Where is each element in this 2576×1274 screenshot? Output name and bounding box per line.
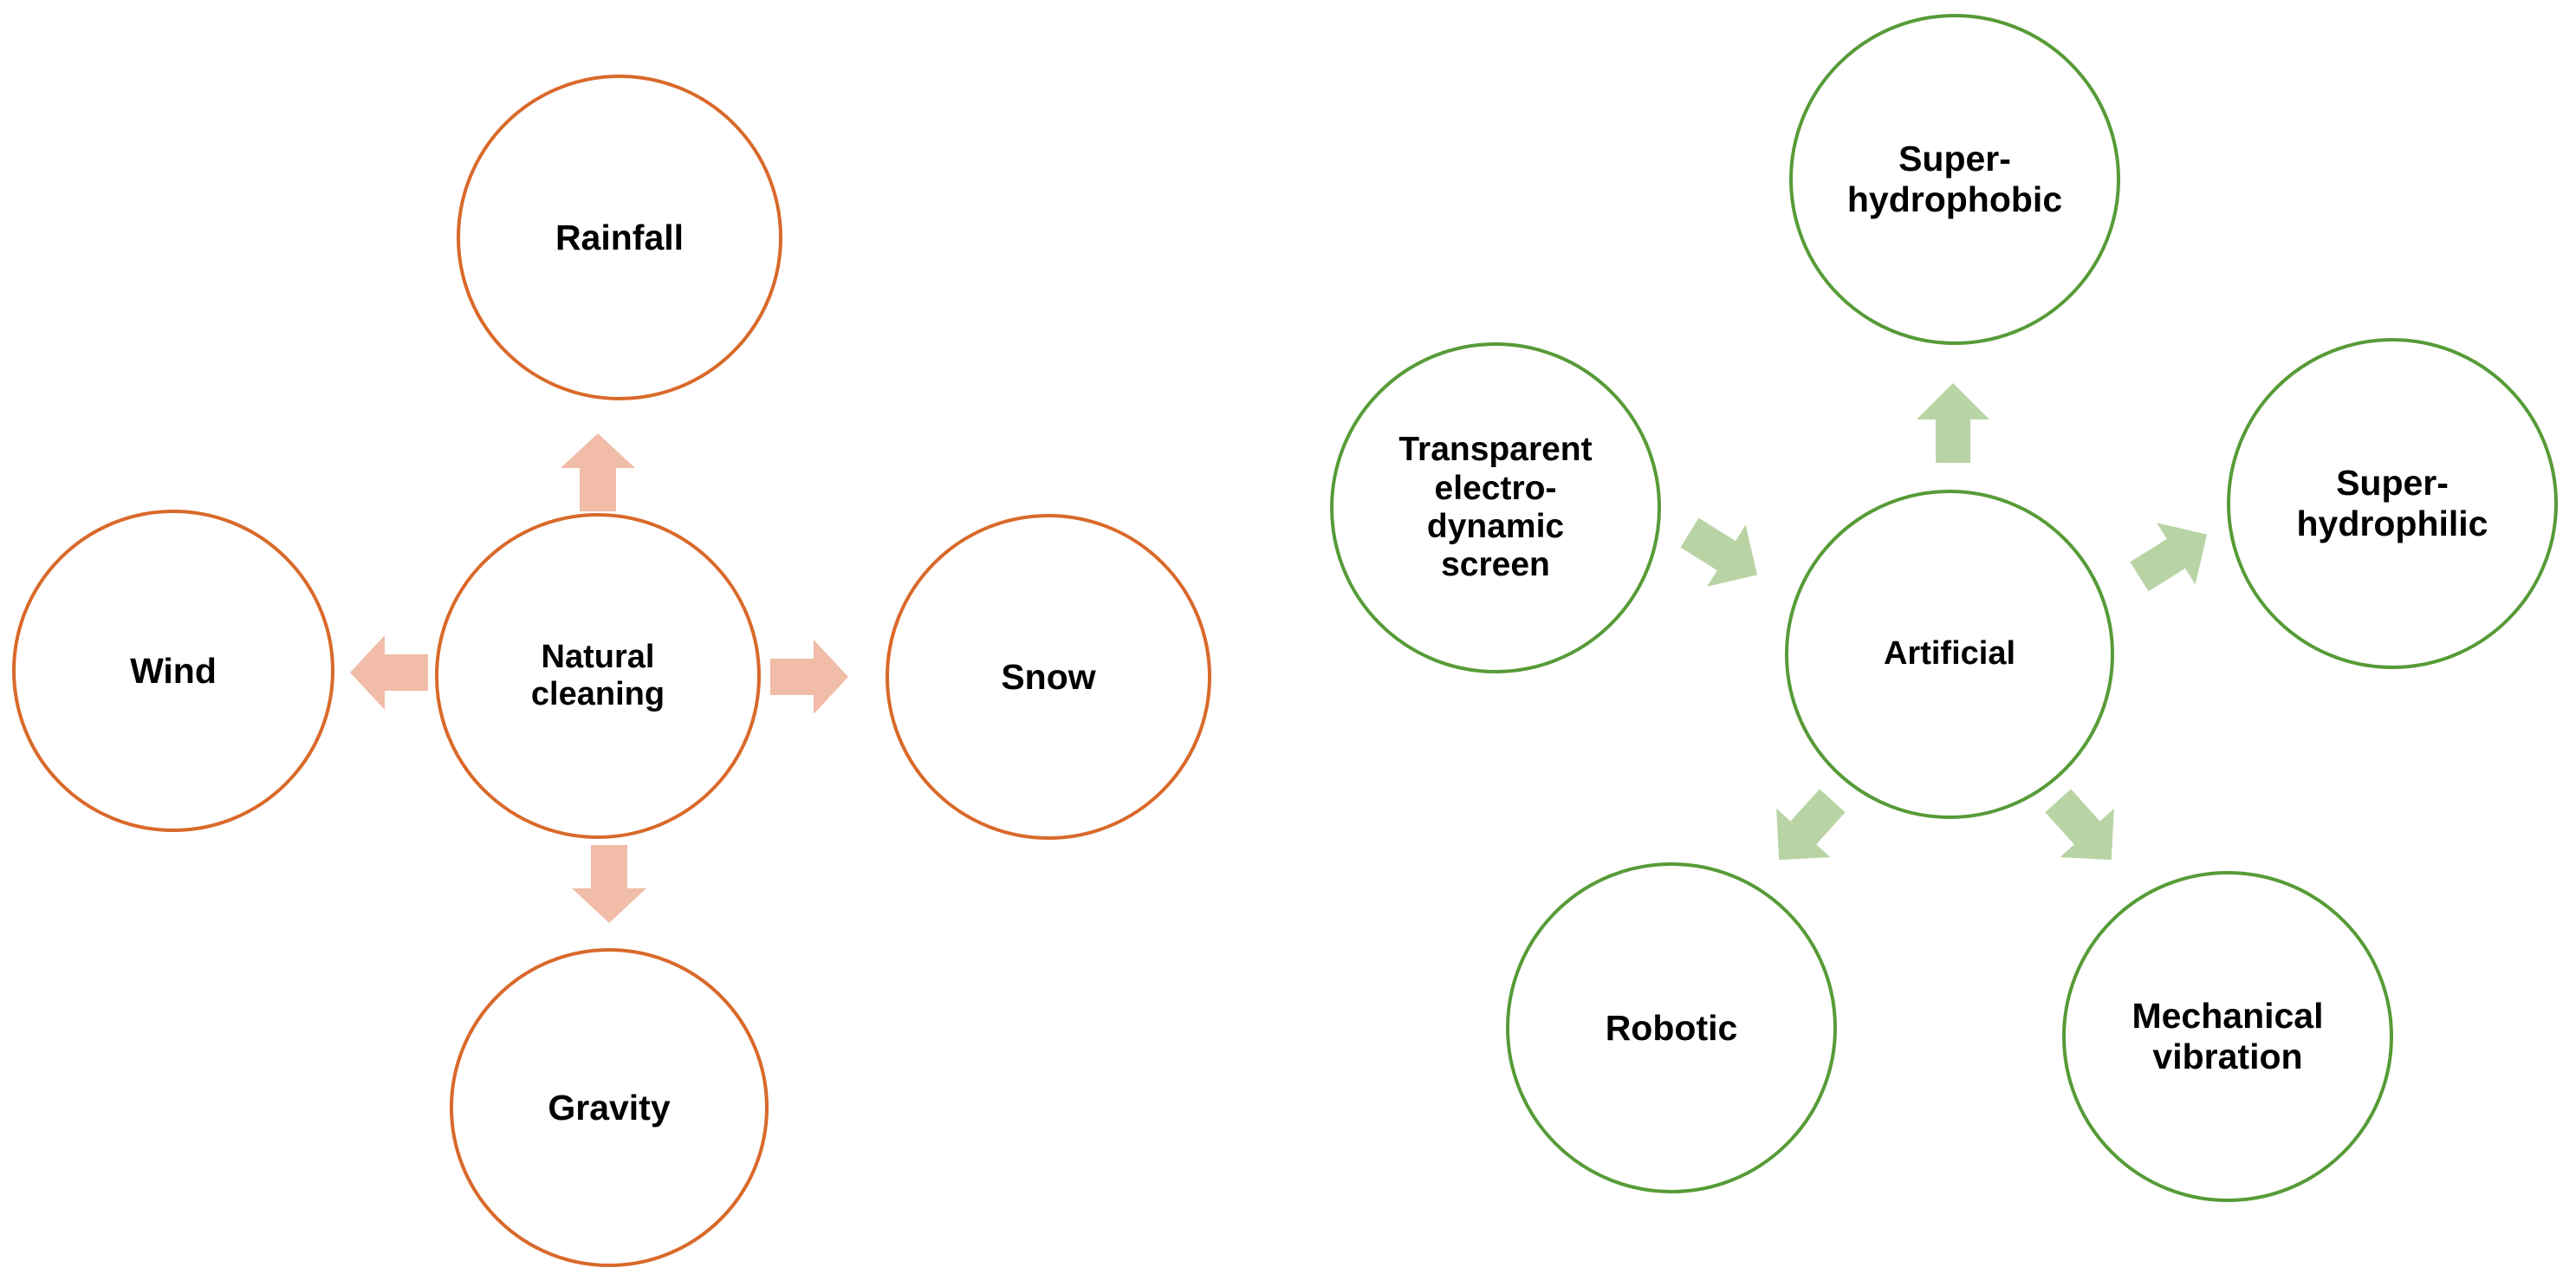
node-robotic[interactable]: Robotic — [1506, 862, 1837, 1193]
node-super-hydrophobic[interactable]: Super- hydrophobic — [1789, 14, 2120, 345]
node-label-gravity: Gravity — [548, 1087, 671, 1128]
arrow-down-natural — [572, 845, 646, 923]
node-rainfall[interactable]: Rainfall — [457, 75, 782, 400]
node-label-mechanical-vibration: Mechanical vibration — [2132, 996, 2324, 1076]
arrow-down-right-artificial — [2028, 774, 2141, 887]
arrow-up-left-artificial — [1669, 499, 1779, 609]
node-artificial[interactable]: Artificial — [1785, 490, 2114, 819]
node-gravity[interactable]: Gravity — [450, 948, 769, 1267]
node-label-wind: Wind — [130, 650, 217, 691]
node-snow[interactable]: Snow — [886, 514, 1211, 840]
node-mechanical-vibration[interactable]: Mechanical vibration — [2062, 871, 2393, 1202]
node-natural-cleaning[interactable]: Natural cleaning — [435, 513, 761, 839]
node-label-natural-cleaning: Natural cleaning — [530, 638, 665, 712]
node-super-hydrophilic[interactable]: Super- hydrophilic — [2227, 338, 2558, 669]
arrow-right-natural — [770, 640, 848, 714]
node-transparent-electrodynamic-screen[interactable]: Transparent electro- dynamic screen — [1330, 342, 1661, 673]
arrow-down-left-artificial — [1749, 774, 1862, 887]
node-label-transparent-electrodynamic-screen: Transparent electro- dynamic screen — [1398, 431, 1593, 584]
node-label-snow: Snow — [1001, 656, 1096, 697]
node-label-artificial: Artificial — [1883, 635, 2016, 673]
node-wind[interactable]: Wind — [12, 510, 334, 832]
arrow-up-natural — [561, 433, 635, 511]
node-label-robotic: Robotic — [1605, 1007, 1738, 1048]
node-label-super-hydrophobic: Super- hydrophobic — [1846, 139, 2063, 219]
arrow-up-right-artificial — [2119, 501, 2229, 611]
node-label-super-hydrophilic: Super- hydrophilic — [2296, 463, 2488, 543]
node-label-rainfall: Rainfall — [555, 217, 685, 257]
arrow-left-natural — [350, 635, 428, 710]
arrow-up-artificial — [1917, 383, 1989, 463]
